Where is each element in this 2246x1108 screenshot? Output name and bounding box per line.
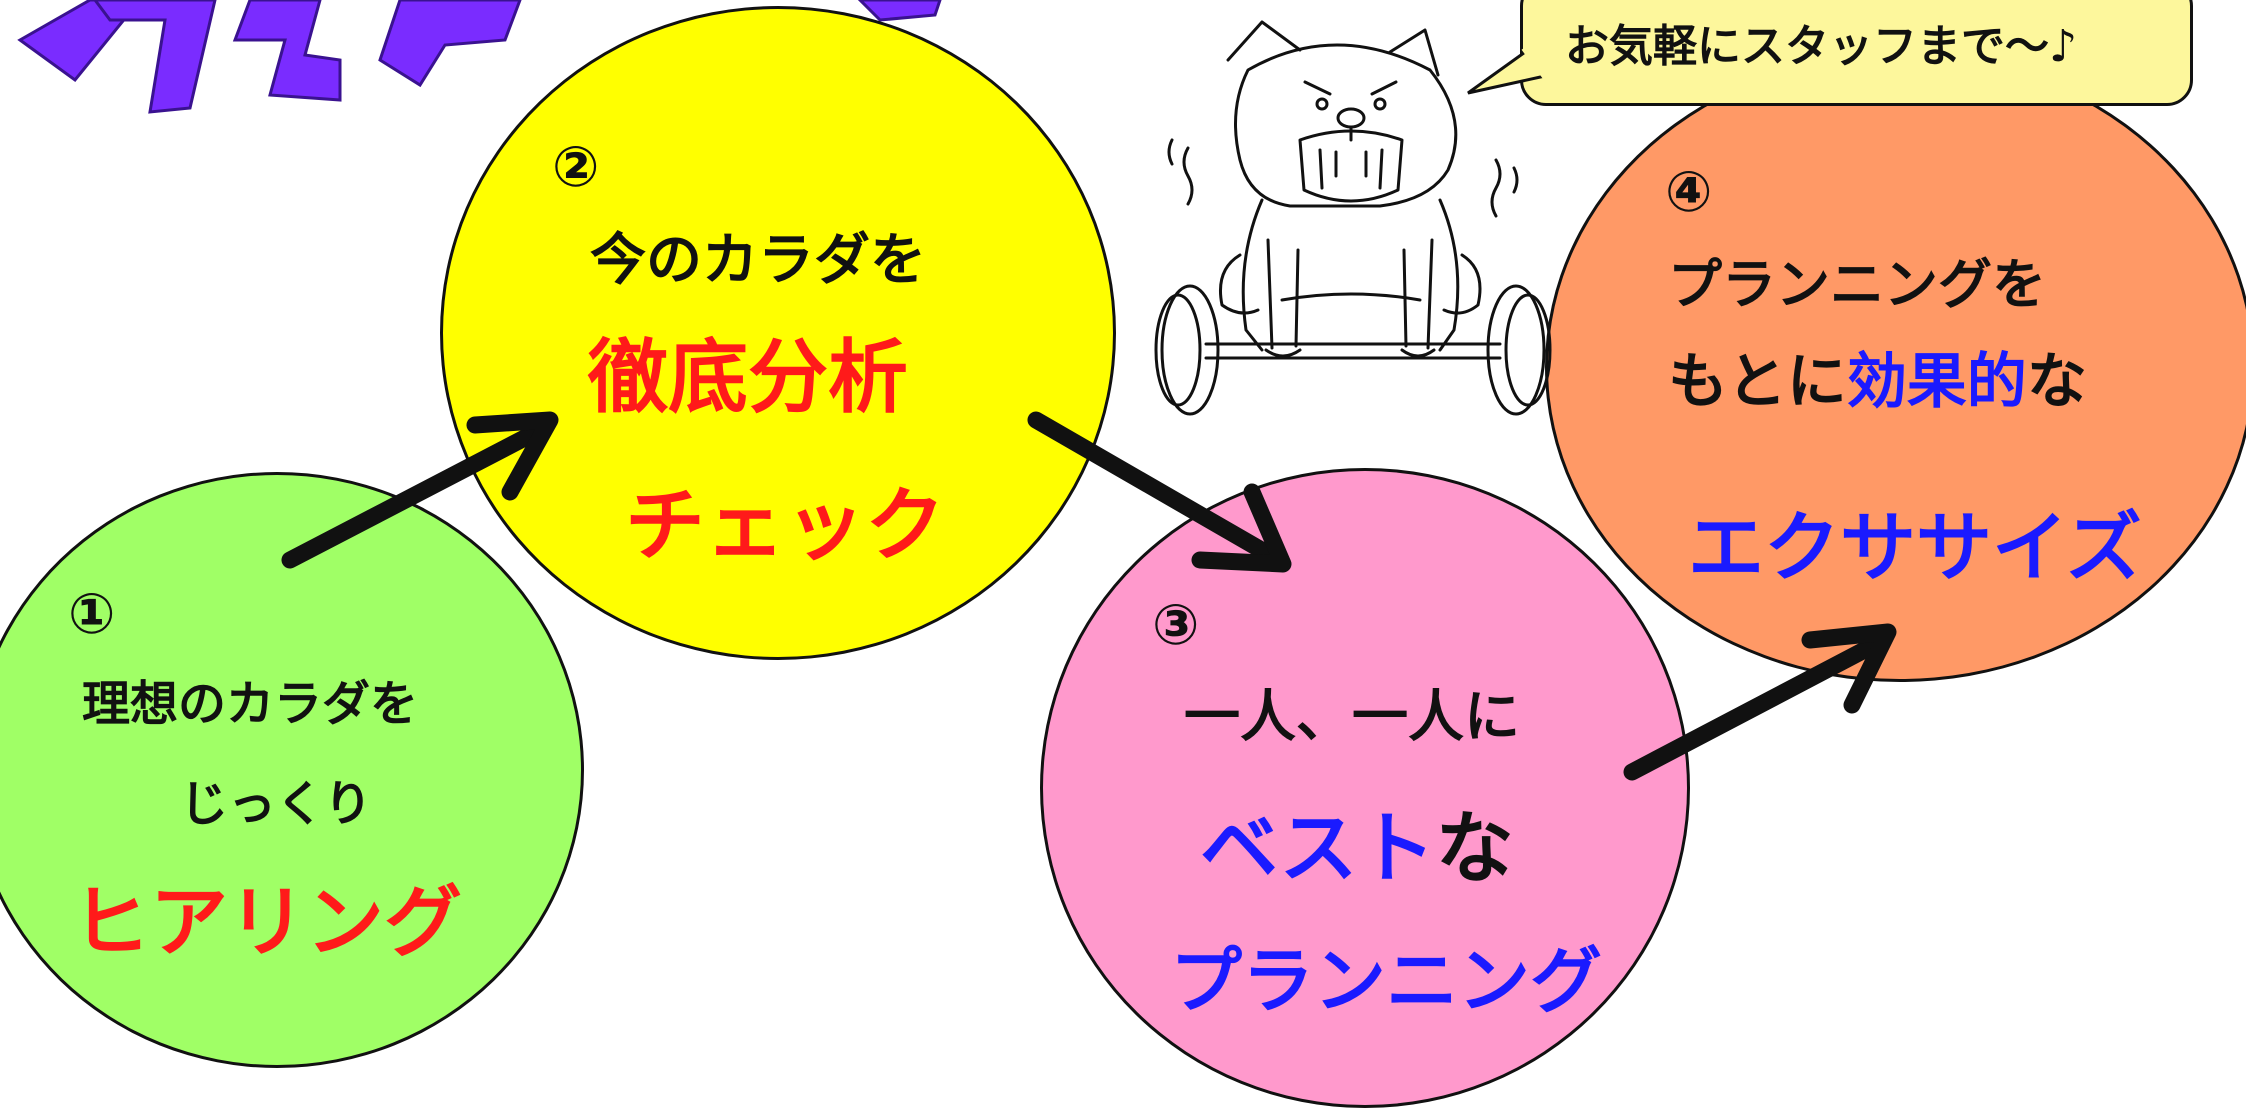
step1-line2: じっくり <box>180 776 373 832</box>
step2-highlight2: チェック <box>625 479 945 572</box>
step1-line1: 理想のカラダを <box>82 676 419 732</box>
step3-highlight2: プランニング <box>1170 939 1603 1023</box>
step4-circle <box>1545 52 2246 682</box>
step2-line1: 今のカラダを <box>590 228 926 293</box>
step1-number: ① <box>68 582 116 647</box>
step2-circle <box>440 6 1116 660</box>
step3-circle <box>1040 468 1690 1108</box>
speech-bubble-text: お気軽にスタッフまで～♪ <box>1565 21 2078 72</box>
step3-line2-suffix: な <box>1435 804 1514 894</box>
speech-bubble <box>1520 0 2193 106</box>
step3-highlight1: ベスト <box>1200 804 1436 894</box>
step4-line1: プランニングを <box>1668 253 2046 316</box>
step4-line2-suffix: な <box>2026 347 2087 417</box>
step4-line2-prefix: もとに <box>1668 347 1847 417</box>
step1-circle <box>0 472 584 1068</box>
step2-number: ② <box>552 135 600 200</box>
step1-highlight: ヒアリング <box>72 878 463 968</box>
step4-line2: もとに効果的な <box>1668 352 2087 412</box>
step3-line1: 一人、一人に <box>1184 685 1520 750</box>
step4-highlight1: 効果的 <box>1846 347 2027 417</box>
step4-highlight2: エクササイズ <box>1688 503 2142 592</box>
step3-number: ③ <box>1152 593 1200 658</box>
step3-line2: ベストな <box>1200 810 1514 888</box>
step4-number: ④ <box>1665 160 1713 225</box>
step2-highlight1: 徹底分析 <box>588 331 908 424</box>
